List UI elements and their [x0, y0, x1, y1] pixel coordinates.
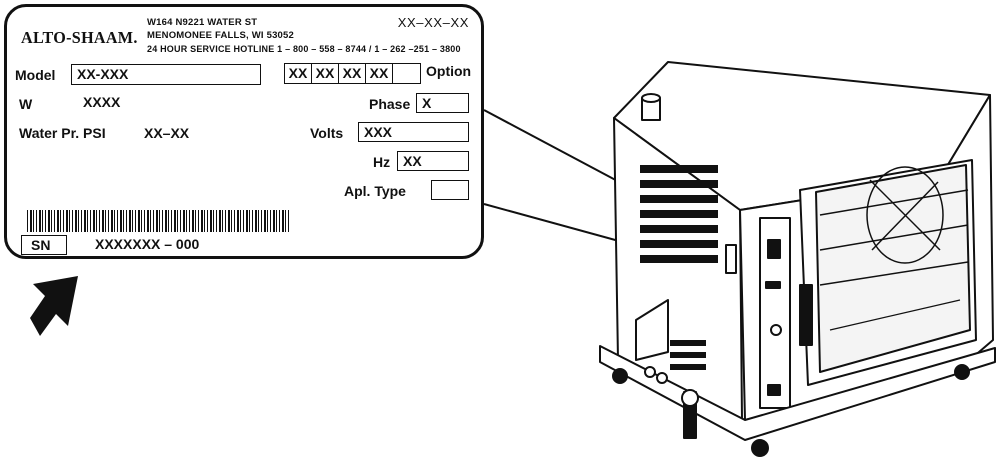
- address-line-1: W164 N9221 WATER ST: [147, 17, 258, 28]
- hz-value: XX: [403, 153, 422, 169]
- manufacture-date: XX–XX–XX: [397, 15, 469, 30]
- water-pressure-value: XX–XX: [144, 125, 190, 141]
- oven-icon: [599, 61, 996, 457]
- volts-value: XXX: [364, 124, 393, 140]
- option-cell: XX: [339, 64, 366, 83]
- option-cell: XX: [285, 64, 312, 83]
- arrow-up-right-icon: [30, 276, 78, 336]
- appliance-type-label: Apl. Type: [344, 183, 406, 199]
- option-cell: XX: [366, 64, 393, 83]
- serial-number-value: XXXXXXX – 000: [95, 236, 200, 252]
- watts-value: XXXX: [83, 94, 121, 110]
- watts-label: W: [19, 96, 33, 112]
- phase-value: X: [422, 95, 432, 111]
- option-label: Option: [426, 63, 472, 79]
- phase-field: X: [416, 93, 469, 113]
- address-line-2: MENOMONEE FALLS, WI 53052: [147, 30, 294, 41]
- water-pressure-label: Water Pr. PSI: [19, 125, 106, 141]
- service-hotline: 24 HOUR SERVICE HOTLINE 1 – 800 – 558 – …: [147, 44, 461, 54]
- hz-field: XX: [397, 151, 469, 171]
- brand-logo: ALTO-SHAAM.: [21, 28, 138, 47]
- serial-number-label: SN: [31, 237, 51, 253]
- option-field: XX XX XX XX: [284, 63, 421, 84]
- option-cell: [393, 64, 420, 83]
- rating-plate: ALTO-SHAAM. W164 N9221 WATER ST MENOMONE…: [4, 4, 484, 259]
- model-label: Model: [15, 67, 56, 83]
- barcode-icon: [27, 210, 289, 232]
- hz-label: Hz: [373, 154, 391, 170]
- option-cell: XX: [312, 64, 339, 83]
- serial-number-tag: SN: [21, 235, 67, 255]
- model-value: XX-XXX: [77, 66, 129, 82]
- volts-field: XXX: [358, 122, 469, 142]
- appliance-type-field: [431, 180, 469, 200]
- model-field: XX-XXX: [71, 64, 261, 85]
- volts-label: Volts: [310, 125, 344, 141]
- phase-label: Phase: [369, 96, 411, 112]
